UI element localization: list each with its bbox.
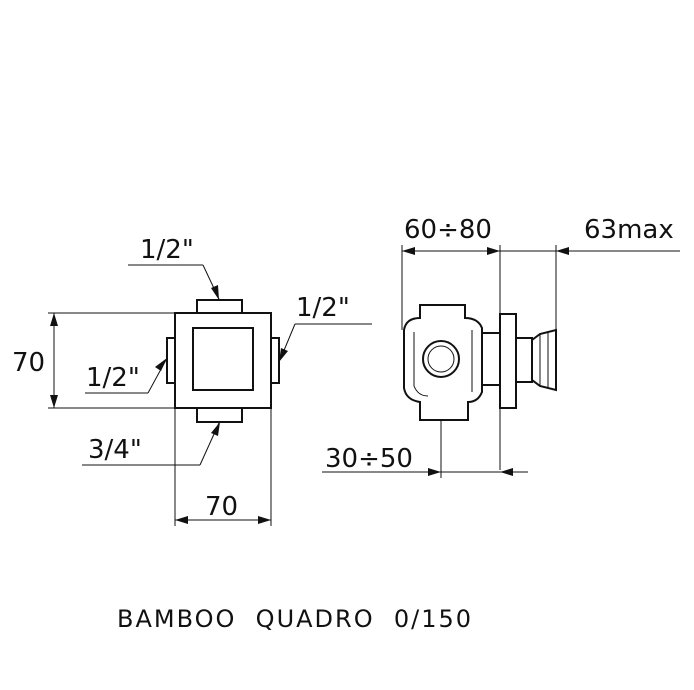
side-body-outline <box>403 304 483 421</box>
thread-right-callout: 1/2" <box>279 293 372 362</box>
side-port-inner <box>427 345 455 373</box>
drawing-title: BAMBOO QUADRO 0/150 <box>117 605 473 633</box>
width-dim-label: 70 <box>205 492 238 522</box>
side-view: 60÷80 63max 30÷50 <box>322 215 680 478</box>
side-neck <box>481 332 501 386</box>
wall-range-label: 30÷50 <box>325 444 413 474</box>
side-handle-stem <box>515 337 533 383</box>
handle-max-label: 63max <box>584 215 674 245</box>
front-view: 70 70 1/2" 1/2" <box>12 235 372 526</box>
depth-dimension: 60÷80 <box>401 215 501 470</box>
left-connector <box>166 337 176 384</box>
thread-top-label: 1/2" <box>140 235 194 265</box>
thread-bottom-label: 3/4" <box>88 435 142 465</box>
width-dimension: 70 <box>174 408 272 526</box>
bottom-connector <box>196 407 243 423</box>
height-dim-label: 70 <box>12 348 45 378</box>
thread-top-callout: 1/2" <box>128 235 220 300</box>
wall-dimension: 30÷50 <box>322 420 528 478</box>
depth-range-label: 60÷80 <box>404 215 492 245</box>
thread-left-callout: 1/2" <box>85 358 167 394</box>
valve-inner-square <box>192 327 254 391</box>
thread-left-label: 1/2" <box>86 363 140 393</box>
side-port-outer <box>422 340 460 378</box>
side-wall-plate <box>499 313 517 409</box>
handle-max-dimension: 63max <box>500 215 680 330</box>
right-connector <box>270 337 280 384</box>
top-connector <box>196 299 243 314</box>
thread-bottom-callout: 3/4" <box>82 422 220 466</box>
height-dimension: 70 <box>12 312 175 409</box>
side-handle-head <box>531 328 557 392</box>
thread-right-label: 1/2" <box>296 293 350 323</box>
